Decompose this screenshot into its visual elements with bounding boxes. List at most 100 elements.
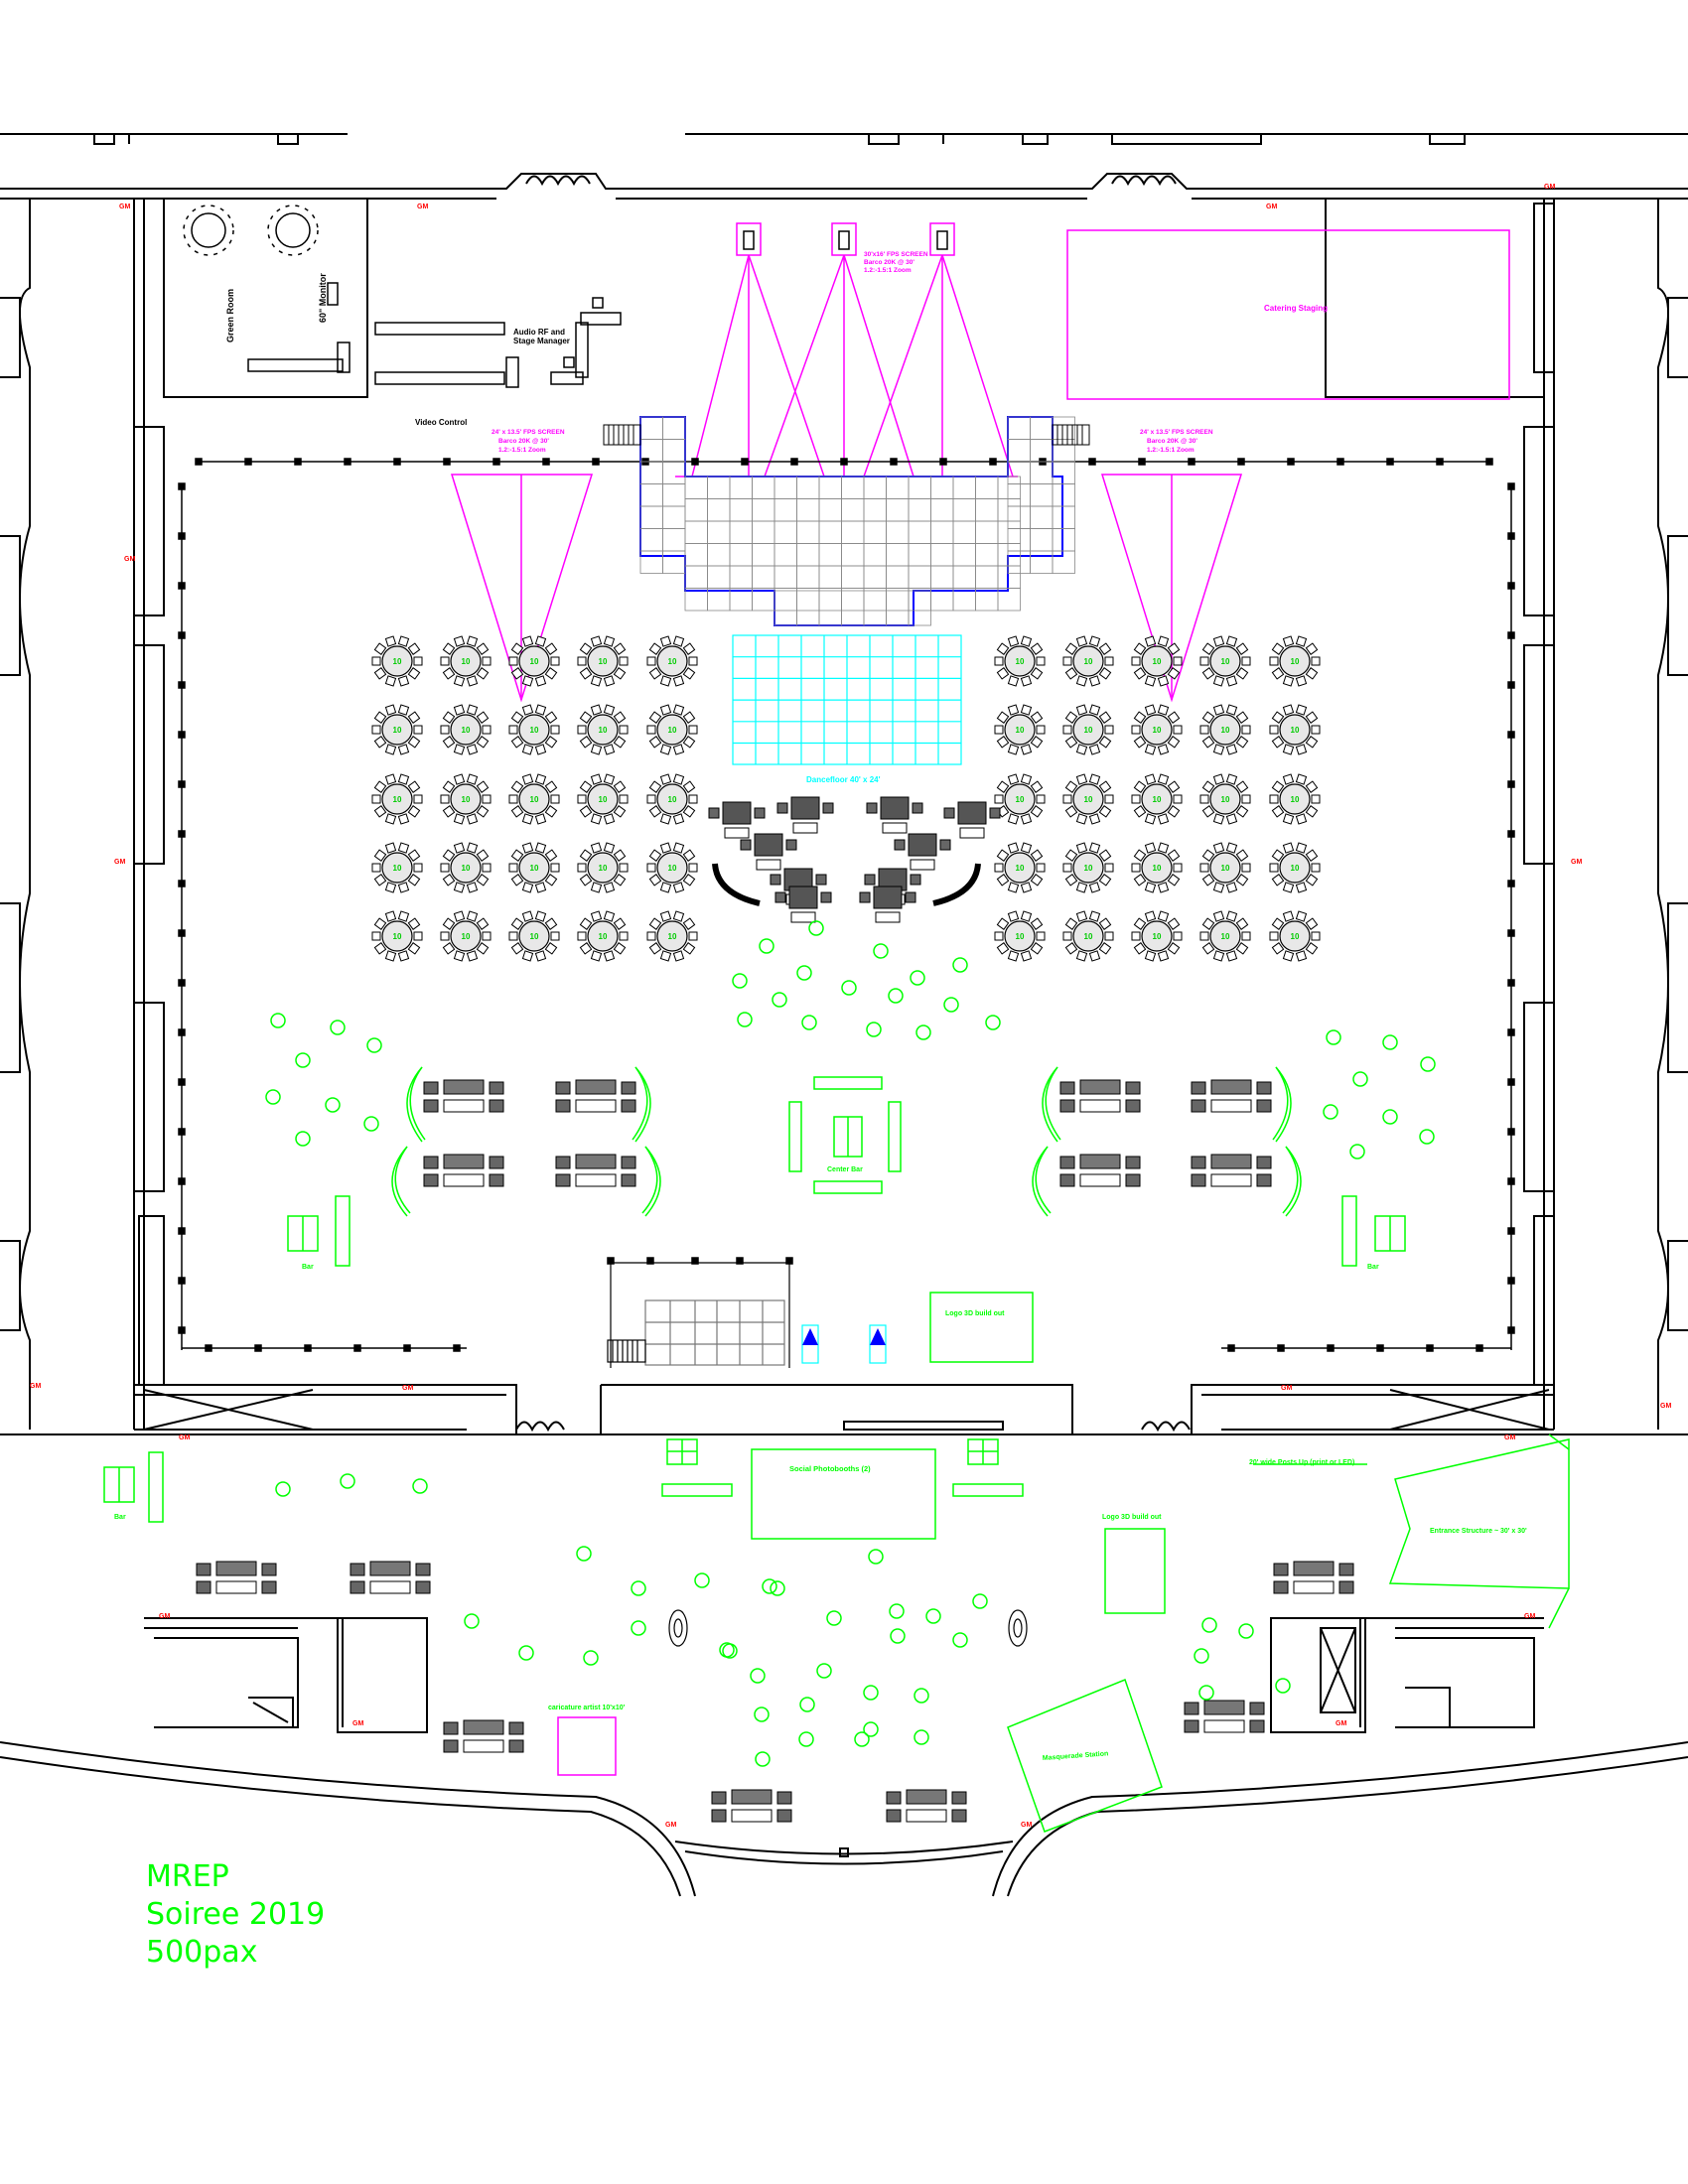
chair	[510, 711, 524, 724]
chair	[659, 842, 672, 854]
cocktail-table	[801, 1015, 817, 1030]
stage-deck	[729, 498, 753, 522]
chair	[996, 874, 1010, 887]
chair	[688, 656, 698, 666]
stage-deck	[997, 520, 1021, 544]
stage-deck	[796, 588, 820, 612]
drape-post	[1507, 929, 1515, 937]
chair	[466, 842, 479, 854]
pod-chair	[894, 839, 906, 851]
chair	[371, 794, 381, 804]
lounge-chair	[1273, 1580, 1289, 1594]
chair	[1098, 711, 1112, 724]
chair	[613, 736, 627, 749]
drape-post	[1485, 458, 1493, 466]
chair	[672, 813, 685, 825]
drape-post	[691, 458, 699, 466]
uplight-icons	[801, 1324, 887, 1364]
chair	[996, 917, 1010, 930]
stage-deck	[886, 520, 910, 544]
chair	[994, 863, 1004, 873]
cocktail-table	[762, 1578, 777, 1594]
video-control-label: Video Control	[415, 418, 467, 427]
table-number: 10	[668, 726, 677, 735]
table-number: 10	[1153, 864, 1162, 873]
chair	[1241, 794, 1251, 804]
lounge-group	[555, 1154, 636, 1187]
lounge-chair	[886, 1809, 902, 1823]
chair	[1062, 863, 1072, 873]
lounge-chair	[350, 1563, 365, 1576]
chair	[521, 910, 534, 922]
chair	[482, 931, 492, 941]
chair	[510, 917, 524, 930]
table-top	[656, 920, 688, 952]
drape-post	[1507, 1227, 1515, 1235]
chair	[646, 863, 656, 873]
lounge-chair	[1249, 1719, 1265, 1733]
chair	[1088, 744, 1101, 755]
chair	[453, 704, 466, 716]
chair	[510, 642, 524, 655]
stage-deck	[863, 476, 887, 499]
stage-deck	[796, 590, 820, 626]
chair	[476, 917, 490, 930]
chair	[590, 635, 603, 647]
table-top	[381, 783, 413, 815]
chair	[510, 667, 524, 680]
chair	[603, 675, 616, 687]
chair	[534, 635, 547, 647]
chair	[1201, 667, 1215, 680]
lounge-group	[443, 1719, 524, 1753]
table-number: 10	[530, 795, 539, 804]
chair	[1020, 704, 1033, 716]
chair	[466, 675, 479, 687]
lounge-chair	[711, 1809, 727, 1823]
round-table: 10	[371, 773, 423, 825]
chair	[1295, 773, 1308, 785]
chair	[407, 642, 421, 655]
chair	[550, 656, 560, 666]
chair	[1235, 711, 1249, 724]
chair	[1064, 942, 1078, 955]
drape-post	[353, 1344, 361, 1352]
lounge-chair	[621, 1081, 636, 1095]
round-tables: 1010101010101010101010101010101010101010…	[371, 635, 1321, 962]
chair	[1271, 736, 1285, 749]
pod-table	[756, 859, 781, 871]
chair	[1269, 725, 1279, 735]
svg-text:GM: GM	[417, 204, 428, 210]
chair	[1036, 863, 1046, 873]
chair	[397, 950, 410, 962]
table-number: 10	[599, 864, 608, 873]
cocktail-table	[868, 1549, 884, 1565]
svg-text:GM: GM	[665, 1822, 676, 1829]
lounge-chair	[261, 1580, 277, 1594]
lounge-pod	[776, 796, 834, 834]
lounge-chair	[555, 1173, 571, 1187]
chair	[1098, 736, 1112, 749]
drape-post	[178, 582, 186, 590]
drape-post	[205, 1344, 212, 1352]
pipe-and-drape	[178, 458, 1515, 1352]
chair	[442, 849, 456, 862]
chair	[1282, 675, 1295, 687]
chair	[384, 675, 397, 687]
cocktail-table	[866, 1022, 882, 1037]
chair	[1133, 805, 1147, 818]
drape-post	[403, 1344, 411, 1352]
table-top	[1279, 852, 1311, 884]
lounge-table	[443, 1173, 485, 1187]
chair	[1282, 950, 1295, 962]
lounge-chair	[555, 1081, 571, 1095]
chair	[373, 711, 387, 724]
chair	[996, 736, 1010, 749]
cocktail-table	[631, 1580, 646, 1596]
chair	[577, 863, 587, 873]
chair	[1167, 874, 1181, 887]
chair	[1225, 813, 1238, 825]
lounge-sofa	[1210, 1154, 1252, 1169]
chair	[413, 863, 423, 873]
